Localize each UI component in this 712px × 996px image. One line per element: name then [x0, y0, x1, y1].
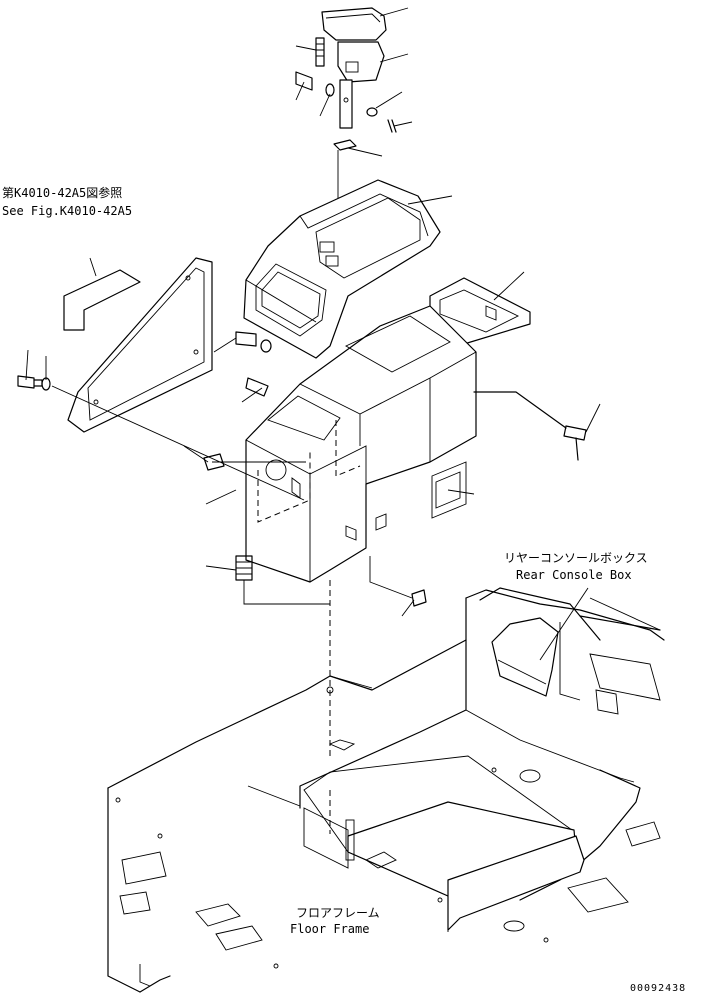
bracket-bolts	[295, 37, 397, 133]
side-cover-panel	[63, 257, 213, 433]
console-base-box	[245, 305, 477, 583]
floor-frame	[107, 589, 665, 993]
spacer-plate	[333, 139, 357, 151]
grommet	[369, 556, 427, 607]
reference-label-jp: 第K4010-42A5図参照	[2, 186, 123, 200]
armrest-pad	[321, 7, 387, 41]
lock-lever	[473, 391, 587, 461]
floor-frame-label-jp: フロアフレーム	[296, 906, 380, 920]
rear-console-box-label-en: Rear Console Box	[516, 568, 632, 582]
reference-label-en: See Fig.K4010-42A5	[2, 204, 133, 218]
rear-console-box-outline	[479, 587, 661, 715]
floor-frame-label-en: Floor Frame	[290, 922, 370, 936]
console-top-cover	[243, 179, 441, 359]
rear-console-box-label-jp: リヤーコンソールボックス	[504, 551, 648, 565]
armrest-bracket	[337, 41, 385, 129]
leader-lines	[25, 7, 601, 689]
assembly-line-side-cover	[51, 385, 305, 501]
base-bolt	[235, 555, 330, 605]
hidden-edges	[257, 420, 361, 834]
document-id: 00092438	[630, 983, 687, 994]
